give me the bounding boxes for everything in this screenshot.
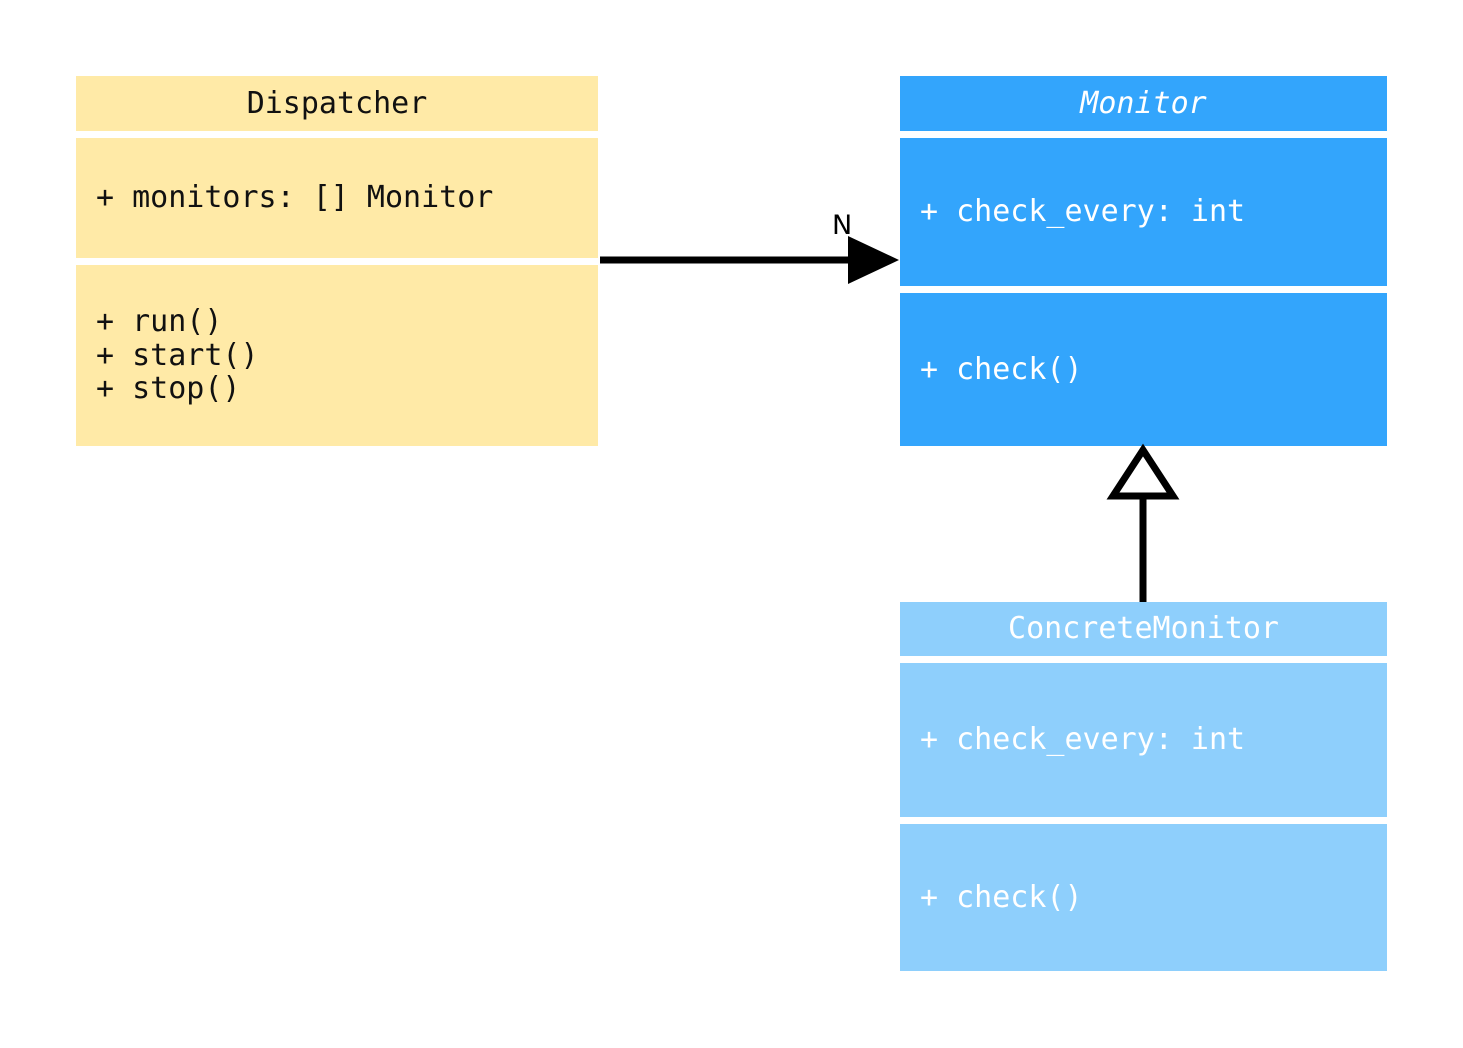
operation-row: + run() (96, 304, 223, 340)
class-operations-compartment-dispatcher: + run() + start() + stop() (76, 265, 598, 446)
compartment-separator (900, 286, 1387, 293)
operation-row: + check() (920, 879, 1083, 915)
class-name-concretemonitor: ConcreteMonitor (1008, 611, 1279, 647)
compartment-separator (900, 817, 1387, 824)
class-box-monitor[interactable]: Monitor + check_every: int + check() (900, 76, 1387, 446)
class-operations-compartment-concretemonitor: + check() (900, 824, 1387, 971)
compartment-separator (900, 131, 1387, 138)
operation-row: + stop() (96, 371, 241, 407)
operation-row: + start() (96, 337, 259, 373)
generalization-concretemonitor-monitor (1106, 443, 1180, 602)
compartment-separator (76, 131, 598, 138)
class-box-concretemonitor[interactable]: ConcreteMonitor + check_every: int + che… (900, 602, 1387, 971)
class-title-compartment-monitor: Monitor (900, 76, 1387, 131)
class-operations-compartment-monitor: + check() (900, 293, 1387, 446)
attribute-row: + check_every: int (920, 722, 1246, 758)
filled-arrowhead-icon (848, 236, 899, 284)
association-multiplicity-label: N (832, 210, 853, 241)
class-attributes-compartment-monitor: + check_every: int (900, 138, 1387, 286)
class-name-monitor: Monitor (1080, 85, 1207, 121)
association-dispatcher-monitor (600, 236, 899, 284)
class-attributes-compartment-concretemonitor: + check_every: int (900, 663, 1387, 817)
operation-row: + check() (920, 351, 1083, 387)
hollow-triangle-icon (1106, 443, 1180, 500)
class-name-dispatcher: Dispatcher (246, 85, 428, 121)
compartment-separator (900, 656, 1387, 663)
compartment-separator (76, 258, 598, 265)
class-attributes-compartment-dispatcher: + monitors: [] Monitor (76, 138, 598, 258)
class-title-compartment-dispatcher: Dispatcher (76, 76, 598, 131)
attribute-row: + monitors: [] Monitor (96, 180, 494, 216)
attribute-row: + check_every: int (920, 194, 1246, 230)
class-title-compartment-concretemonitor: ConcreteMonitor (900, 602, 1387, 656)
class-box-dispatcher[interactable]: Dispatcher + monitors: [] Monitor + run(… (76, 76, 598, 446)
operation-list: + run() + start() + stop() (76, 305, 598, 406)
